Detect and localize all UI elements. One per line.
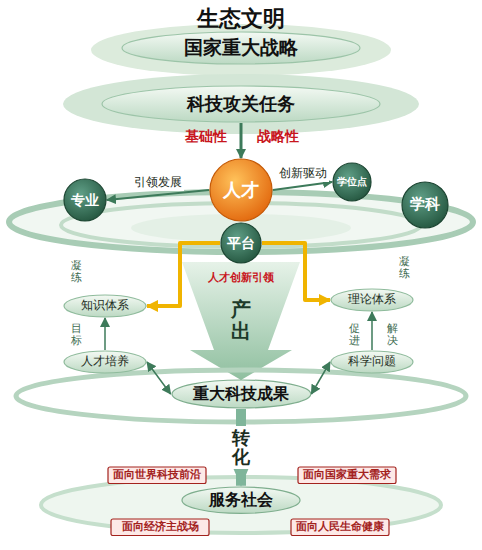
- box-shape: [108, 467, 206, 484]
- node-text: 人才: [223, 180, 259, 201]
- node-text: 科技攻关任务: [187, 94, 295, 115]
- system-oval: 理论体系: [330, 288, 414, 312]
- box-shape: [111, 519, 209, 536]
- orientation-box: 面向国家重大需求: [297, 466, 397, 485]
- box-shape: [291, 519, 389, 536]
- circle-shape: [64, 179, 106, 221]
- property-label: 战略性: [257, 128, 299, 146]
- ellipse-shape: [172, 380, 311, 408]
- task-band: 科技攻关任务: [101, 85, 381, 123]
- ellipse-shape: [64, 351, 146, 373]
- node-text: 理论体系: [348, 293, 396, 307]
- problem-oval: 科学问题: [330, 350, 414, 374]
- talent-circle: 人才: [209, 158, 273, 222]
- lead-label: 人才创新引领: [208, 270, 274, 285]
- connector: [240, 123, 243, 158]
- major-circle: 专业: [63, 178, 107, 222]
- edge-label: 引领发展: [132, 174, 184, 191]
- connector: [107, 190, 209, 200]
- output-label: 产出: [231, 298, 251, 342]
- strategy-band: 国家重大战略: [121, 31, 361, 65]
- ellipse-shape: [182, 487, 300, 513]
- platform-circle: 平台: [220, 222, 262, 264]
- node-text: 知识体系: [81, 299, 129, 313]
- goal-oval: 人才培养: [63, 350, 147, 374]
- relation-label: 目标: [71, 323, 82, 347]
- circle-shape: [402, 182, 448, 228]
- node-text: 国家重大战略: [184, 37, 298, 59]
- orientation-box: 面向人民生命健康: [290, 518, 390, 537]
- connector: [147, 362, 171, 394]
- node-text: 科学问题: [348, 355, 396, 369]
- connector: [311, 362, 330, 394]
- node-text: 专业: [71, 192, 99, 208]
- circle-shape: [333, 163, 371, 201]
- ellipse-shape: [331, 351, 413, 373]
- node-text: 服务社会: [209, 491, 273, 509]
- ellipse-shape: [122, 32, 360, 64]
- node-text: 学位点: [337, 176, 367, 188]
- connector: [371, 312, 373, 350]
- diagram-title: 生态文明: [197, 4, 285, 34]
- ellipse-shape: [64, 295, 146, 317]
- edge-label: 创新驱动: [277, 165, 329, 182]
- relation-label: 解决: [387, 323, 398, 347]
- edge-label: 转化: [231, 426, 251, 470]
- box-shape: [298, 467, 396, 484]
- node-text: 面向人民生命健康: [296, 521, 384, 534]
- system-oval: 知识体系: [63, 294, 147, 318]
- relation-label: 促进: [349, 323, 360, 347]
- orientation-box: 面向世界科技前沿: [107, 466, 207, 485]
- node-text: 面向世界科技前沿: [113, 469, 201, 482]
- node-text: 平台: [227, 235, 255, 251]
- node-text: 面向国家重大需求: [303, 469, 391, 482]
- node-text: 重大科技成果: [193, 385, 289, 403]
- discipline-circle: 学科: [401, 181, 449, 229]
- ellipse-shape: [102, 86, 380, 122]
- property-label: 基础性: [185, 128, 227, 146]
- relation-label: 凝练: [399, 256, 410, 280]
- orientation-box: 面向经济主战场: [110, 518, 210, 537]
- ellipse-shape: [331, 289, 413, 311]
- service-oval: 服务社会: [181, 486, 301, 514]
- node-text: 人才培养: [81, 355, 129, 369]
- node-text: 学科: [410, 196, 440, 213]
- degree-circle: 学位点: [332, 162, 372, 202]
- achievement-oval: 重大科技成果: [171, 379, 312, 409]
- connector: [273, 182, 332, 190]
- circle-shape: [210, 159, 272, 221]
- node-text: 面向经济主战场: [122, 521, 199, 534]
- connector: [104, 318, 106, 350]
- circle-shape: [221, 223, 261, 263]
- relation-label: 凝练: [71, 260, 82, 284]
